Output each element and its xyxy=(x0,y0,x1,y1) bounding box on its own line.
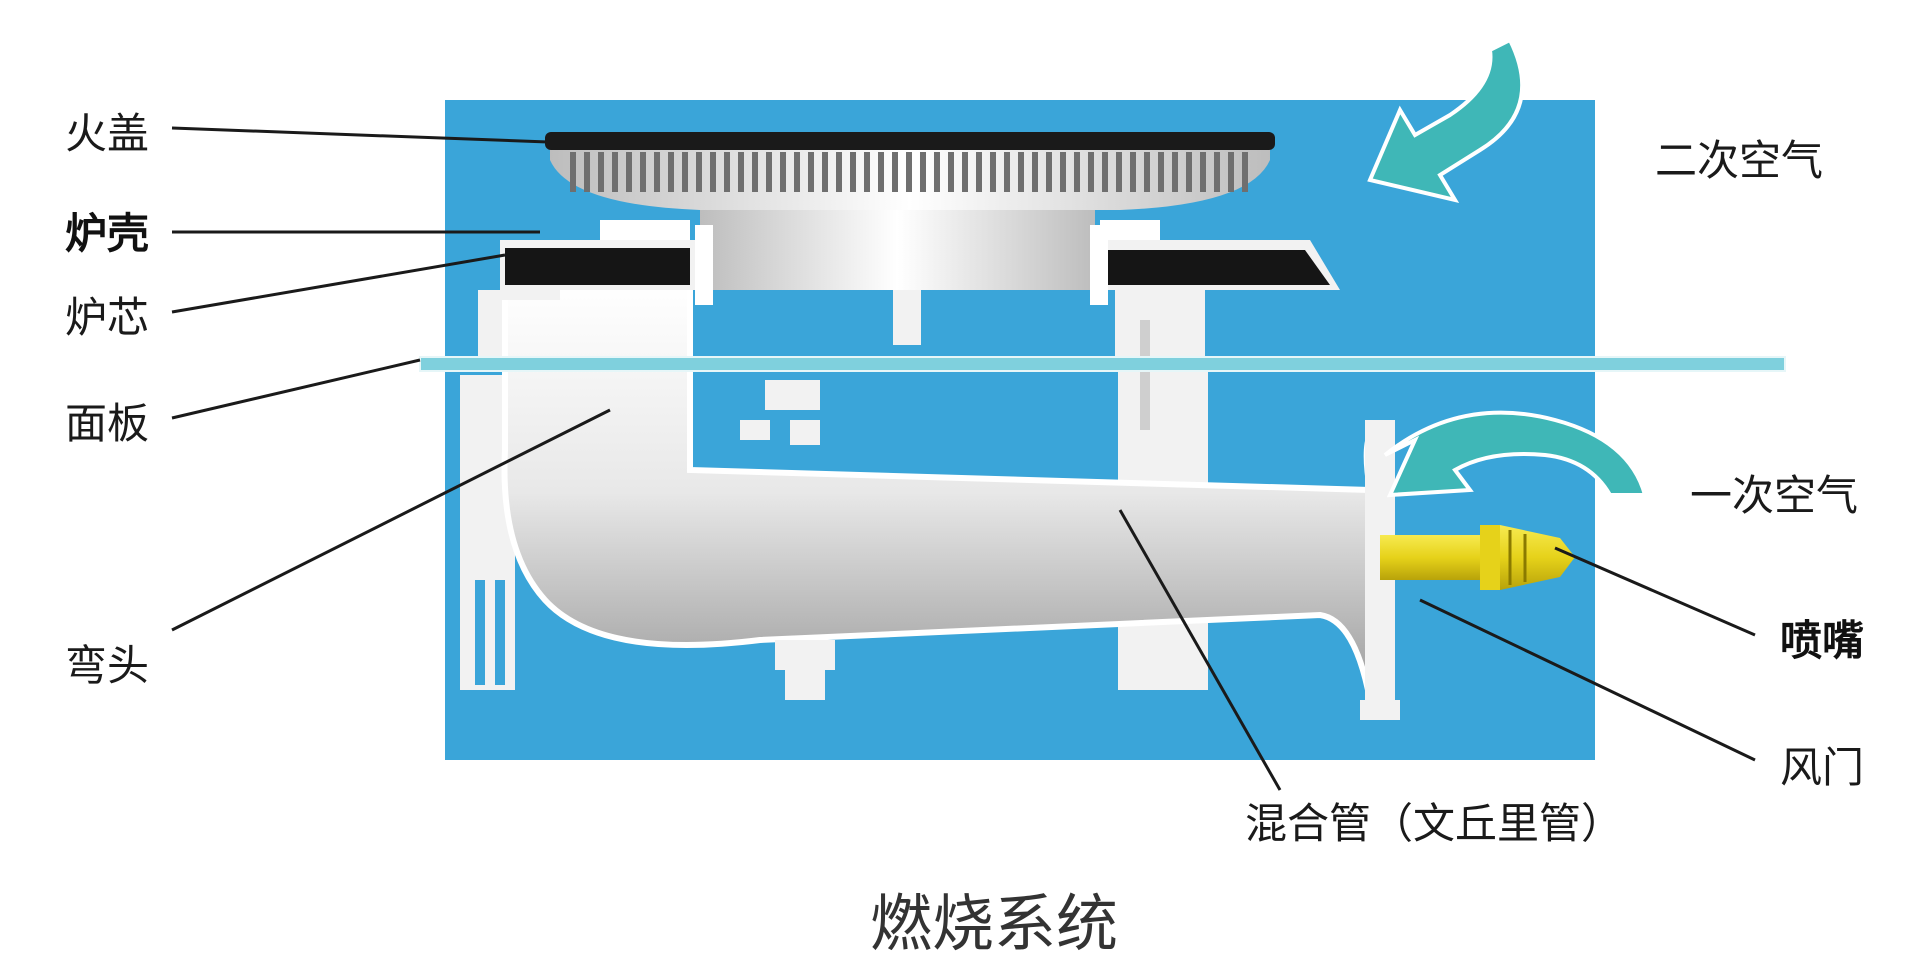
stove-core xyxy=(600,200,1160,305)
fire-cap-port xyxy=(1088,152,1094,192)
label-mixing-tube: 混合管（文丘里管） xyxy=(1245,799,1623,848)
fire-cap-port xyxy=(654,152,660,192)
fire-cap-port xyxy=(1228,152,1234,192)
fire-cap-port xyxy=(752,152,758,192)
fire-cap-port xyxy=(640,152,646,192)
leader-fire-cap xyxy=(171,126,549,144)
label-stove-core: 炉芯 xyxy=(65,293,149,342)
fire-cap-port xyxy=(794,152,800,192)
leader-lines xyxy=(171,126,1756,791)
fire-cap-port xyxy=(724,152,730,192)
label-elbow: 弯头 xyxy=(65,641,149,690)
fire-cap-port xyxy=(1032,152,1038,192)
fire-cap-port xyxy=(710,152,716,192)
fire-cap-port xyxy=(682,152,688,192)
leader-elbow xyxy=(171,408,611,632)
fire-cap-port xyxy=(892,152,898,192)
fire-cap-port xyxy=(1158,152,1164,192)
stove-shell xyxy=(500,240,1340,300)
nozzle xyxy=(1380,525,1575,590)
fire-cap xyxy=(545,132,1275,210)
primary-air-arrow xyxy=(1383,410,1648,498)
fire-cap-port xyxy=(976,152,982,192)
fire-cap-port xyxy=(1116,152,1122,192)
fire-cap-port xyxy=(878,152,884,192)
fire-cap-port xyxy=(920,152,926,192)
label-fire-cap: 火盖 xyxy=(65,109,149,158)
fire-cap-port xyxy=(738,152,744,192)
leader-nozzle xyxy=(1554,546,1756,637)
fire-cap-port xyxy=(780,152,786,192)
fire-cap-port xyxy=(1186,152,1192,192)
fire-cap-port xyxy=(598,152,604,192)
fire-cap-port xyxy=(1200,152,1206,192)
panel-plate xyxy=(419,356,1786,372)
fire-cap-port xyxy=(1172,152,1178,192)
leader-stove-core xyxy=(171,253,506,314)
fire-cap-port xyxy=(990,152,996,192)
fire-cap-port xyxy=(822,152,828,192)
fire-cap-port xyxy=(696,152,702,192)
fire-cap-port xyxy=(1004,152,1010,192)
label-panel: 面板 xyxy=(65,399,149,448)
secondary-air-arrow xyxy=(1367,37,1525,204)
fire-cap-port xyxy=(1046,152,1052,192)
fire-cap-port xyxy=(1018,152,1024,192)
fire-cap-port xyxy=(962,152,968,192)
fire-cap-port xyxy=(1074,152,1080,192)
fire-cap-port xyxy=(766,152,772,192)
fire-cap-port xyxy=(584,152,590,192)
label-stove-shell: 炉壳 xyxy=(65,209,149,258)
fire-cap-port xyxy=(1102,152,1108,192)
fire-cap-port xyxy=(864,152,870,192)
fire-cap-port xyxy=(808,152,814,192)
label-damper: 风门 xyxy=(1780,743,1864,792)
fire-cap-port xyxy=(1214,152,1220,192)
fire-cap-port xyxy=(1242,152,1248,192)
fire-cap-port xyxy=(1144,152,1150,192)
fire-cap-port xyxy=(668,152,674,192)
label-nozzle: 喷嘴 xyxy=(1780,616,1864,665)
fire-cap-port xyxy=(1130,152,1136,192)
fire-cap-ports xyxy=(570,152,1248,192)
diagram-caption: 燃烧系统 xyxy=(870,887,1118,960)
fire-cap-port xyxy=(906,152,912,192)
leader-panel xyxy=(171,358,421,420)
center-post xyxy=(893,290,921,345)
fire-cap-port xyxy=(626,152,632,192)
fire-cap-port xyxy=(948,152,954,192)
leader-damper xyxy=(1419,598,1756,762)
label-primary-air: 一次空气 xyxy=(1690,471,1858,520)
fire-cap-port xyxy=(570,152,576,192)
fire-cap-port xyxy=(612,152,618,192)
leader-mixing-tube xyxy=(1118,509,1282,791)
fire-cap-port xyxy=(836,152,842,192)
fire-cap-port xyxy=(1060,152,1066,192)
label-secondary-air: 二次空气 xyxy=(1655,136,1823,185)
fire-cap-port xyxy=(850,152,856,192)
fire-cap-port xyxy=(934,152,940,192)
tube-fittings xyxy=(740,380,835,700)
